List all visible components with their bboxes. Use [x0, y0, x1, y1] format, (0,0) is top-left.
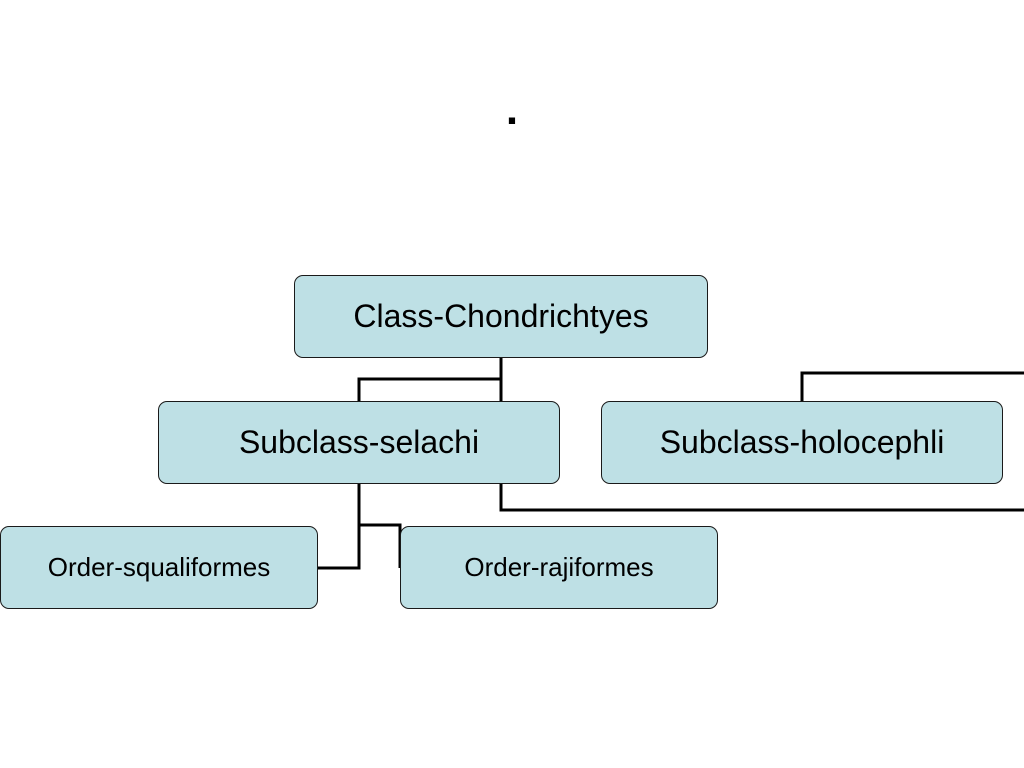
connector-holocephli-top — [800, 371, 1024, 401]
node-order-rajiformes: Order-rajiformes — [400, 526, 718, 609]
connector-class-to-selachi — [357, 358, 503, 401]
node-order-squaliformes: Order-squaliformes — [0, 526, 318, 609]
node-subclass-holocephli: Subclass-holocephli — [601, 401, 1003, 484]
connector-selachi-to-rajiformes — [359, 523, 402, 568]
slide-title: . — [505, 85, 519, 134]
node-class-chondrichtyes: Class-Chondrichtyes — [294, 275, 708, 358]
connector-selachi-to-squaliformes — [318, 484, 361, 570]
node-subclass-selachi: Subclass-selachi — [158, 401, 560, 484]
